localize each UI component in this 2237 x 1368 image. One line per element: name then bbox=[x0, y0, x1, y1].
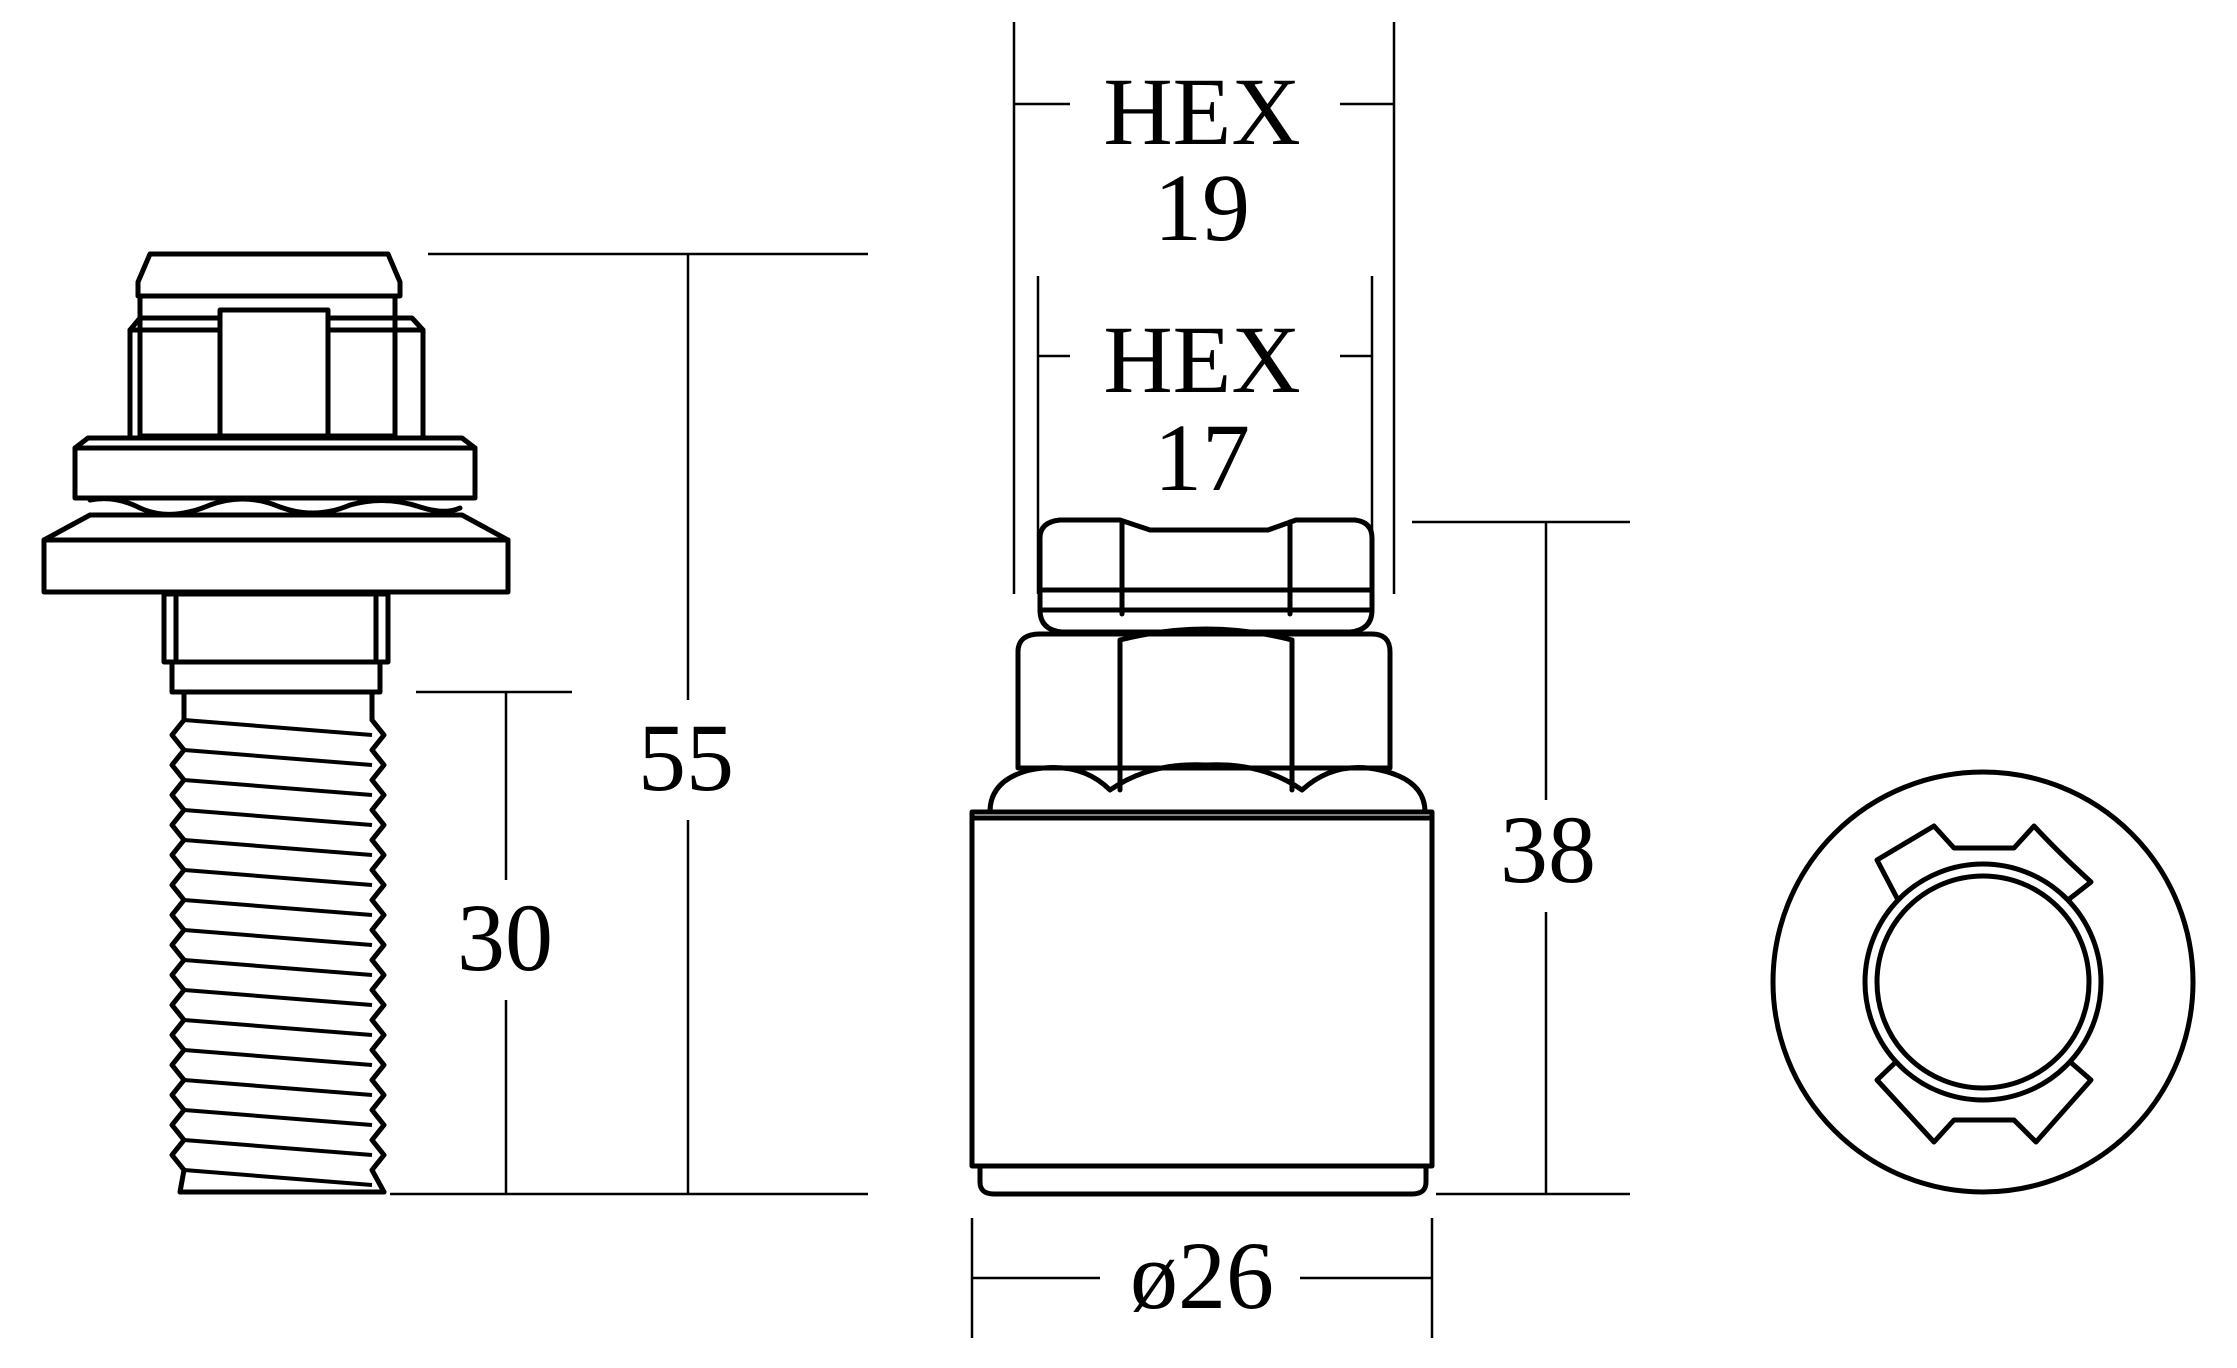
hex-outer-label: HEX bbox=[1103, 58, 1300, 165]
bolt-upper-flange bbox=[72, 445, 478, 501]
nut-lower-hex bbox=[1015, 631, 1393, 771]
nut-scallop bbox=[987, 762, 1428, 815]
bolt-washer-scallop bbox=[87, 496, 463, 517]
hex-outer-value: 19 bbox=[1154, 154, 1250, 261]
bolt-side-view bbox=[41, 251, 511, 1195]
hex-inner-label: HEX bbox=[1103, 306, 1300, 413]
nut-diameter-label: ø26 bbox=[1130, 1222, 1274, 1329]
bolt-neck bbox=[161, 591, 391, 665]
bolt-total-length-label: 55 bbox=[638, 704, 734, 811]
nut-side-view bbox=[969, 517, 1435, 1197]
bolt-lower-flange bbox=[41, 512, 511, 595]
bolt-thread-length-label: 30 bbox=[457, 884, 553, 991]
bolt-head-cap bbox=[135, 251, 403, 299]
key-pattern-end-view bbox=[1770, 769, 2196, 1195]
nut-height-label: 38 bbox=[1500, 796, 1596, 903]
nut-dimensions bbox=[970, 22, 1630, 1338]
nut-body bbox=[969, 809, 1435, 1169]
key-lug-pattern bbox=[1874, 823, 2094, 1145]
bolt-thread bbox=[169, 689, 387, 1195]
outer-ring bbox=[1770, 769, 2196, 1195]
nut-top-hex bbox=[1037, 517, 1375, 613]
inner-bore bbox=[1862, 861, 2104, 1103]
hex-inner-value: 17 bbox=[1154, 404, 1250, 511]
